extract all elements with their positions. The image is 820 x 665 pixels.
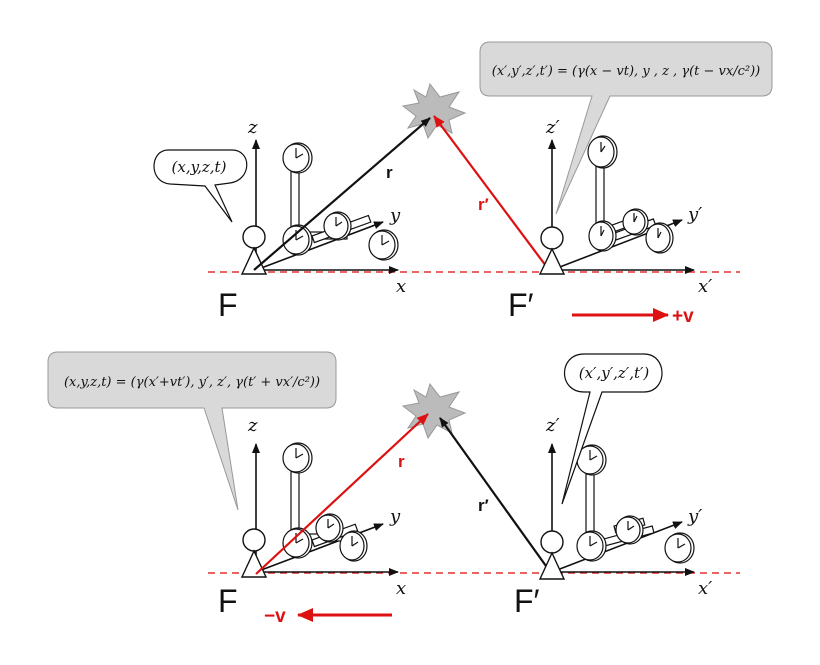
axis-z-prime-label: z′ [545,415,560,436]
axis-y-label: y [389,205,401,226]
clock-icon [339,530,368,562]
clock-icon [282,442,313,474]
vector-r-label: r [398,452,405,471]
frame-F-prime-label: F′ [514,583,540,619]
speech-bubble-icon [47,351,337,511]
axis-y-prime-line [551,521,683,573]
axis-z-prime-label: z′ [545,117,560,138]
clock-lattice-prime [587,135,674,254]
clock-lattice [282,442,368,562]
bottom-panel: (x,y,z,t) = (γ(x′+vt′), y′, z′, γ(t′ + v… [47,351,740,627]
clock-icon [282,527,313,559]
vector-r-label: r [386,163,393,182]
clock-icon [588,220,617,252]
axis-z-label: z [247,117,258,138]
explosion-event-icon [401,82,467,140]
velocity-label: +v [672,306,694,327]
vector-r-prime-label: r′ [478,496,489,515]
speech-bubble-icon [153,149,248,223]
clock-icon [645,222,674,254]
clock-icon [587,135,618,169]
axis-x-prime-label: x′ [698,578,712,599]
frame-F-prime-label: F′ [508,287,534,323]
clock-icon [315,513,344,543]
clock-icon [576,530,607,562]
axis-y-line [255,221,384,271]
top-panel: (x,y,z,t) (x′,y′,z′,t′) = (γ(x − vt), y … [153,41,773,327]
observer-icon [538,530,566,580]
clock-icon [282,142,313,174]
observer-icon [538,226,566,275]
speech-bubble-icon [561,353,663,505]
clock-icon [615,515,644,545]
axis-y-prime-label: y′ [687,204,702,225]
clock-icon [323,211,352,241]
vector-r-arrow [255,413,429,575]
bubble-F-text: (x,y,z,t) = (γ(x′+vt′), y′, z′, γ(t′ + v… [64,375,320,390]
frame-F-label: F [218,583,238,619]
vector-r-prime-arrow [433,115,547,267]
velocity-label: −v [264,606,286,627]
axis-y-prime-label: y′ [687,506,702,527]
vector-r-prime-label: r′ [478,195,489,214]
clock-icon [622,208,649,236]
axis-z-label: z [247,415,258,436]
axis-y-line [255,523,384,573]
bubble-Fp-text: (x′,y′,z′,t′) [579,364,650,382]
speech-bubble-icon [479,41,773,215]
clock-lattice-prime [576,444,695,564]
axis-y-label: y [389,506,401,527]
bubble-F-text: (x,y,z,t) [172,158,227,176]
axis-x-label: x [396,276,406,297]
bubble-Fp-text: (x′,y′,z′,t′) = (γ(x − vt), y , z , γ(t … [492,64,760,79]
axis-x-prime-label: x′ [698,276,712,297]
clock-icon [576,444,607,476]
observer-icon [240,225,268,275]
observer-icon [240,528,268,578]
clock-icon [664,532,695,564]
clock-icon [368,229,399,261]
frame-F-label: F [218,287,238,323]
axis-x-label: x [396,578,406,599]
vector-r-prime-arrow [439,417,547,567]
vector-r-arrow [253,117,431,271]
